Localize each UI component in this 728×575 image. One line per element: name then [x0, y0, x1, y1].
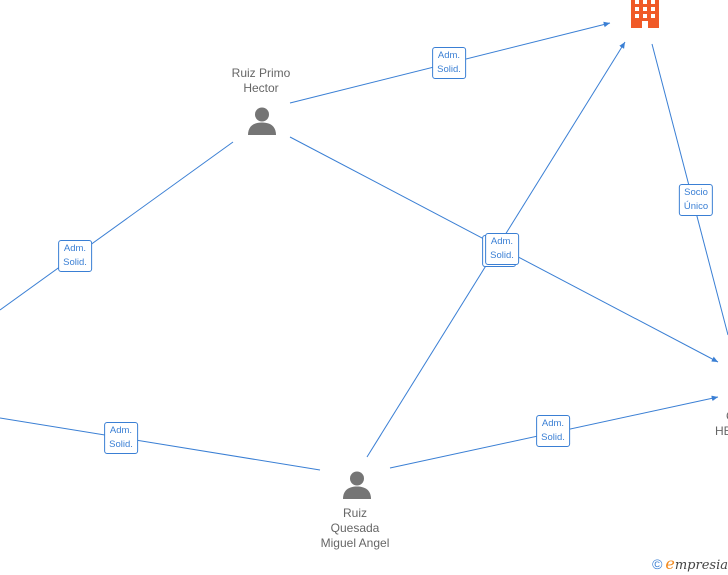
badge-line: Adm.	[490, 236, 514, 247]
name-line: Miguel Angel	[320, 536, 390, 550]
badge-line: Solid.	[437, 64, 461, 75]
building-icon[interactable]	[628, 0, 662, 28]
badge-line: Solid.	[541, 432, 565, 443]
badge-line: Solid.	[490, 250, 514, 261]
edge-primo-left	[0, 141, 234, 311]
person-name-ruiz-primo[interactable]: Ruiz Primo Hector	[232, 66, 291, 96]
badge-line: Adm.	[541, 418, 565, 429]
brand-name: mpresia	[674, 558, 728, 573]
relation-badge-center[interactable]: Adm. Solid.	[485, 233, 519, 265]
edge-quesada-left	[0, 417, 321, 471]
relation-badge-quesada-right[interactable]: Adm. Solid.	[536, 415, 570, 447]
badge-line: Adm.	[63, 243, 87, 254]
person-icon[interactable]	[342, 470, 372, 500]
name-line: Quesada	[330, 521, 380, 535]
name-line: Ruiz	[342, 506, 367, 520]
label-line: HE	[715, 424, 728, 438]
label-line: C	[724, 409, 728, 424]
name-line: Ruiz Primo	[231, 66, 291, 80]
brand-initial: e	[665, 554, 675, 573]
badge-line: Adm.	[109, 425, 133, 436]
person-name-ruiz-quesada[interactable]: Ruiz Quesada Miguel Angel	[321, 506, 390, 551]
copyright-icon: ©	[652, 556, 663, 572]
badge-line: Único	[683, 201, 709, 212]
empresia-watermark: ©empresia	[652, 554, 728, 573]
relation-badge-quesada-left[interactable]: Adm. Solid.	[104, 422, 138, 454]
relation-badge-socio-unico[interactable]: Socio Único	[678, 184, 714, 216]
relation-badge-primo-left[interactable]: Adm. Solid.	[58, 240, 92, 272]
badge-line: Socio	[684, 187, 708, 198]
badge-line: Solid.	[63, 257, 87, 268]
person-icon[interactable]	[247, 106, 277, 136]
badge-line: Adm.	[437, 50, 461, 61]
name-line: Hector	[243, 81, 279, 95]
relation-badge-primo-company[interactable]: Adm. Solid.	[432, 47, 466, 79]
company-label-right[interactable]: C HE	[715, 409, 728, 439]
badge-line: Solid.	[109, 439, 133, 450]
